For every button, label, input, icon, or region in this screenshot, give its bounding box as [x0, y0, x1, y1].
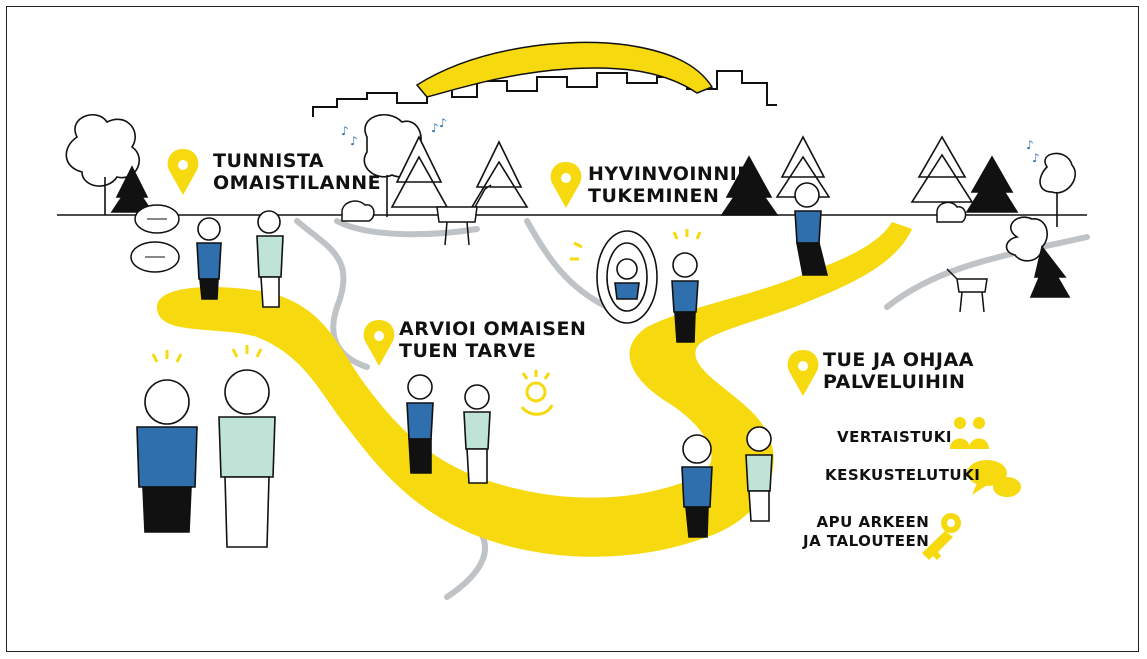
service-everyday-finance-line1: APU ARKEEN: [816, 513, 930, 531]
service-peer-support: VERTAISTUKI: [837, 428, 952, 446]
city-skyline: [312, 70, 777, 117]
svg-text:♪: ♪: [431, 121, 439, 135]
people: [136, 182, 829, 548]
step-3-line2: TUKEMINEN: [588, 185, 720, 207]
step-1-label: TUNNISTA OMAISTILANNE: [213, 150, 381, 194]
trees: [65, 113, 1076, 298]
service-everyday-finance: APU ARKEEN JA TALOUTEEN: [803, 513, 929, 551]
bridge: [415, 41, 714, 98]
svg-text:♪: ♪: [350, 134, 358, 148]
peer-support-people-icon: [950, 417, 989, 449]
location-pin-icon: [363, 320, 395, 366]
journey-path: [157, 222, 912, 557]
animals: [436, 184, 988, 313]
step-1-line1: TUNNISTA: [213, 150, 325, 172]
key-icon: [922, 513, 961, 560]
service-conversation-support: KESKUSTELUTUKI: [825, 466, 981, 484]
step-1-line2: OMAISTILANNE: [213, 172, 382, 194]
svg-text:♪: ♪: [341, 124, 349, 138]
caregiver-journey-illustration: ♪♪ ♪♪ ♪♪: [57, 41, 1090, 600]
step-2-line2: TUEN TARVE: [399, 340, 537, 362]
step-3-label: HYVINVOINNIN TUKEMINEN: [588, 163, 754, 207]
bushes: [341, 200, 967, 223]
svg-text:♪: ♪: [1026, 138, 1034, 152]
step-4-line1: TUE JA OHJAA: [823, 349, 974, 371]
step-4-label: TUE JA OHJAA PALVELUIHIN: [823, 349, 974, 393]
illustration-frame: ♪♪ ♪♪ ♪♪ TUNNISTA OMAISTILANNE ARVIOI OM…: [6, 6, 1139, 652]
lightbulb-idea-icon: [520, 370, 554, 416]
step-2-label: ARVIOI OMAISEN TUEN TARVE: [399, 318, 586, 362]
location-pin-icon: [787, 350, 819, 396]
chat-bubbles-left: [130, 204, 180, 273]
location-pin-icon: [550, 162, 582, 208]
location-pin-icon: [167, 149, 199, 195]
music-notes: ♪♪ ♪♪ ♪♪: [341, 116, 1040, 165]
svg-text:♪: ♪: [1032, 151, 1040, 165]
step-3-line1: HYVINVOINNIN: [588, 163, 754, 185]
step-4-line2: PALVELUIHIN: [823, 371, 966, 393]
svg-text:♪: ♪: [439, 116, 447, 130]
service-everyday-finance-line2: JA TALOUTEEN: [803, 532, 930, 550]
step-2-line1: ARVIOI OMAISEN: [399, 318, 587, 340]
speech-bubbles-icon: [967, 460, 1021, 497]
excitement-ticks: [151, 229, 702, 363]
